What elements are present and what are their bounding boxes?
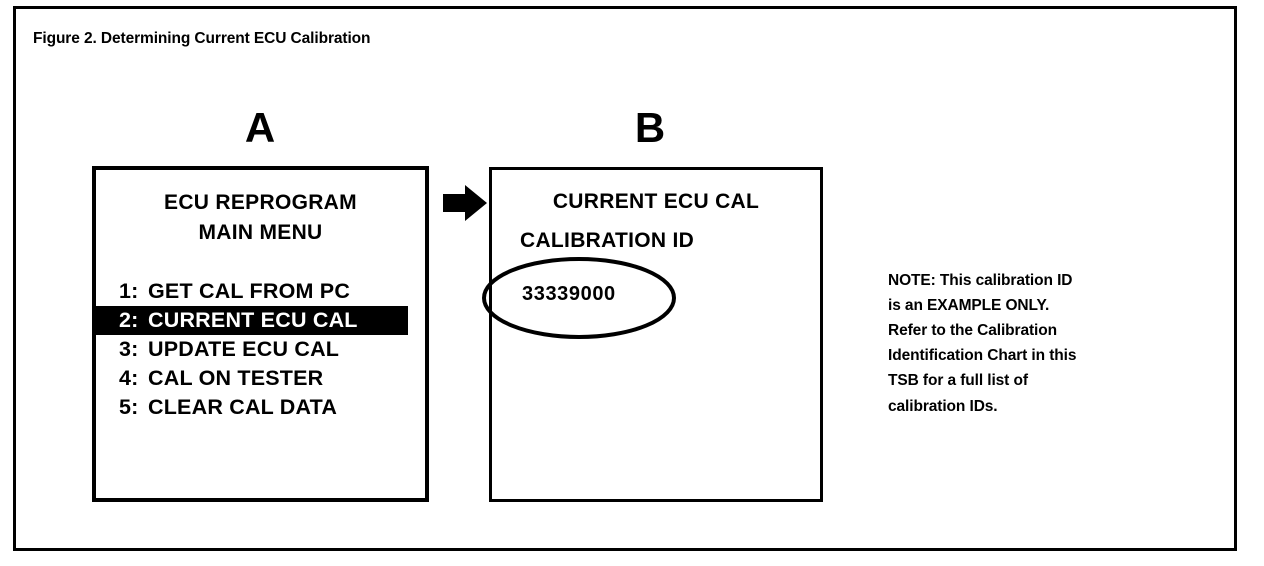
note-text-block: NOTE: This calibration ID is an EXAMPLE … xyxy=(888,268,1178,419)
panel-b-screen: CURRENT ECU CAL CALIBRATION ID 33339000 xyxy=(489,167,823,502)
menu-item-number: 1: xyxy=(119,279,139,303)
menu-item-label: UPDATE ECU CAL xyxy=(148,337,340,361)
calibration-id-value: 33339000 xyxy=(522,283,616,305)
menu-item-label: CURRENT ECU CAL xyxy=(148,308,358,332)
panel-a-header: ECU REPROGRAM MAIN MENU xyxy=(96,188,425,248)
figure-caption: Figure 2. Determining Current ECU Calibr… xyxy=(33,30,371,47)
panel-a-letter: A xyxy=(244,104,276,151)
menu-item-current-ecu-cal[interactable]: 2: CURRENT ECU CAL xyxy=(96,306,408,335)
panel-a-header-line-1: ECU REPROGRAM xyxy=(164,191,357,214)
panel-b-title: CURRENT ECU CAL xyxy=(552,190,760,213)
panel-b-subtitle: CALIBRATION ID xyxy=(520,229,695,252)
menu-item-number: 4: xyxy=(119,366,139,390)
note-line-6: calibration IDs. xyxy=(888,397,998,415)
menu-item-label: CLEAR CAL DATA xyxy=(148,395,338,419)
arrow-right-icon xyxy=(443,185,487,221)
menu-item-get-cal-from-pc[interactable]: 1: GET CAL FROM PC xyxy=(96,277,425,306)
panel-a-screen: ECU REPROGRAM MAIN MENU 1: GET CAL FROM … xyxy=(92,166,429,502)
ecu-reprogram-menu-list: 1: GET CAL FROM PC 2: CURRENT ECU CAL 3:… xyxy=(96,277,425,422)
note-line-4: Identification Chart in this xyxy=(888,347,1077,365)
menu-item-update-ecu-cal[interactable]: 3: UPDATE ECU CAL xyxy=(96,335,425,364)
note-line-1: NOTE: This calibration ID xyxy=(888,272,1073,289)
menu-item-number: 5: xyxy=(119,395,139,419)
menu-item-cal-on-tester[interactable]: 4: CAL ON TESTER xyxy=(96,364,425,393)
menu-item-number: 2: xyxy=(119,308,139,332)
panel-b-letter: B xyxy=(634,104,666,151)
panel-a-header-line-2: MAIN MENU xyxy=(198,220,323,244)
note-line-3: Refer to the Calibration xyxy=(888,322,1057,340)
note-line-5: TSB for a full list of xyxy=(888,372,1028,390)
menu-item-label: GET CAL FROM PC xyxy=(148,279,351,303)
menu-item-label: CAL ON TESTER xyxy=(148,366,324,390)
menu-item-clear-cal-data[interactable]: 5: CLEAR CAL DATA xyxy=(96,393,425,422)
menu-item-number: 3: xyxy=(119,337,139,361)
note-line-2: is an EXAMPLE ONLY. xyxy=(888,297,1050,315)
